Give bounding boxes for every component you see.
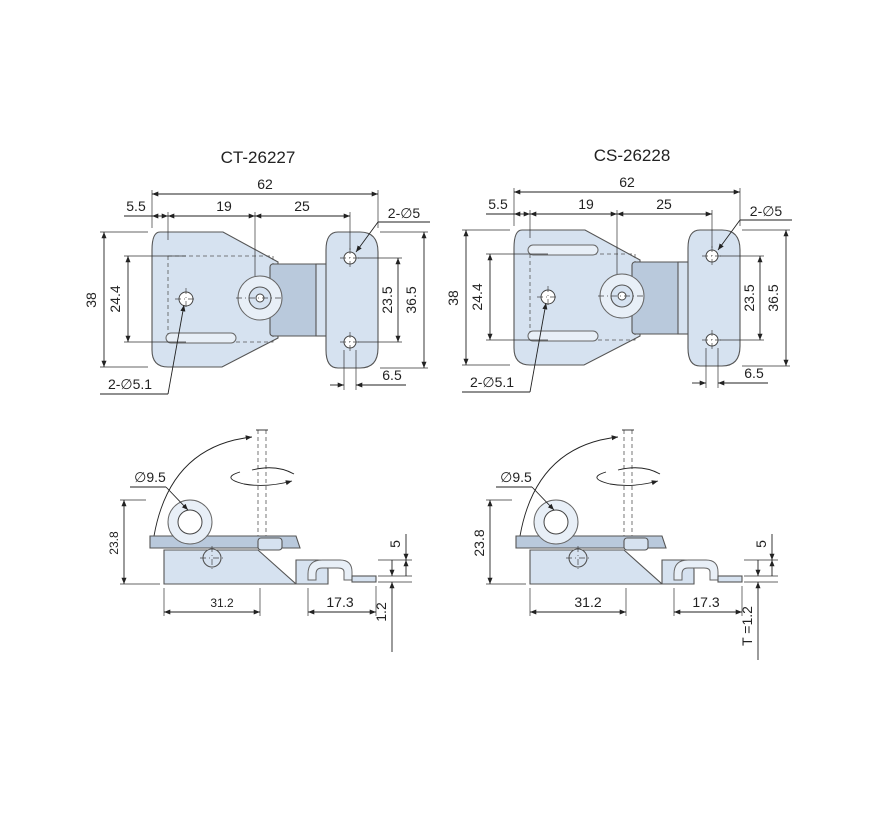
svg-text:31.2: 31.2: [574, 594, 601, 610]
svg-text:23.5: 23.5: [741, 284, 757, 311]
svg-text:24.4: 24.4: [469, 283, 485, 310]
svg-text:∅9.5: ∅9.5: [500, 469, 532, 485]
svg-text:38: 38: [445, 290, 461, 306]
svg-text:17.3: 17.3: [326, 594, 353, 610]
svg-text:62: 62: [619, 174, 635, 190]
svg-text:5.5: 5.5: [126, 198, 146, 214]
right-keeper-plate: [687, 229, 741, 367]
svg-text:5: 5: [387, 540, 403, 548]
svg-text:2-∅5.1: 2-∅5.1: [470, 374, 514, 390]
svg-text:1.2: 1.2: [373, 602, 389, 622]
svg-text:36.5: 36.5: [403, 286, 419, 313]
svg-text:31.2: 31.2: [210, 596, 234, 610]
svg-text:6.5: 6.5: [382, 367, 402, 383]
svg-text:∅9.5: ∅9.5: [134, 469, 166, 485]
svg-text:2-∅5: 2-∅5: [750, 203, 783, 219]
svg-text:25: 25: [294, 198, 310, 214]
svg-text:25: 25: [656, 196, 672, 212]
svg-text:2-∅5.1: 2-∅5.1: [108, 376, 152, 392]
svg-text:19: 19: [216, 198, 232, 214]
svg-text:38: 38: [83, 292, 99, 308]
right-side-base: [529, 549, 664, 585]
left-title: CT-26227: [221, 148, 296, 167]
right-title: CS-26228: [594, 146, 671, 165]
left-top-view: CT-26227 62: [83, 148, 430, 395]
svg-text:5: 5: [753, 540, 769, 548]
svg-text:23.8: 23.8: [107, 531, 121, 555]
svg-text:23.8: 23.8: [471, 529, 487, 556]
left-side-base: [163, 549, 298, 585]
svg-text:17.3: 17.3: [692, 594, 719, 610]
svg-text:T =1.2: T =1.2: [739, 606, 755, 646]
left-keeper-plate: [325, 231, 379, 369]
svg-text:6.5: 6.5: [744, 365, 764, 381]
left-side-view: ∅9.5 23.8 31.2 17.3 5 1.2: [107, 429, 412, 652]
svg-text:62: 62: [257, 176, 273, 192]
right-side-view: ∅9.5 23.8 31.2 17.3 5 T =1.2: [471, 429, 778, 660]
svg-text:19: 19: [578, 196, 594, 212]
svg-text:24.4: 24.4: [107, 285, 123, 312]
right-top-view: CS-26228 62 5.5 19 25: [445, 146, 792, 393]
svg-text:23.5: 23.5: [379, 286, 395, 313]
svg-text:2-∅5: 2-∅5: [388, 205, 421, 221]
svg-text:5.5: 5.5: [488, 196, 508, 212]
svg-text:36.5: 36.5: [765, 284, 781, 311]
